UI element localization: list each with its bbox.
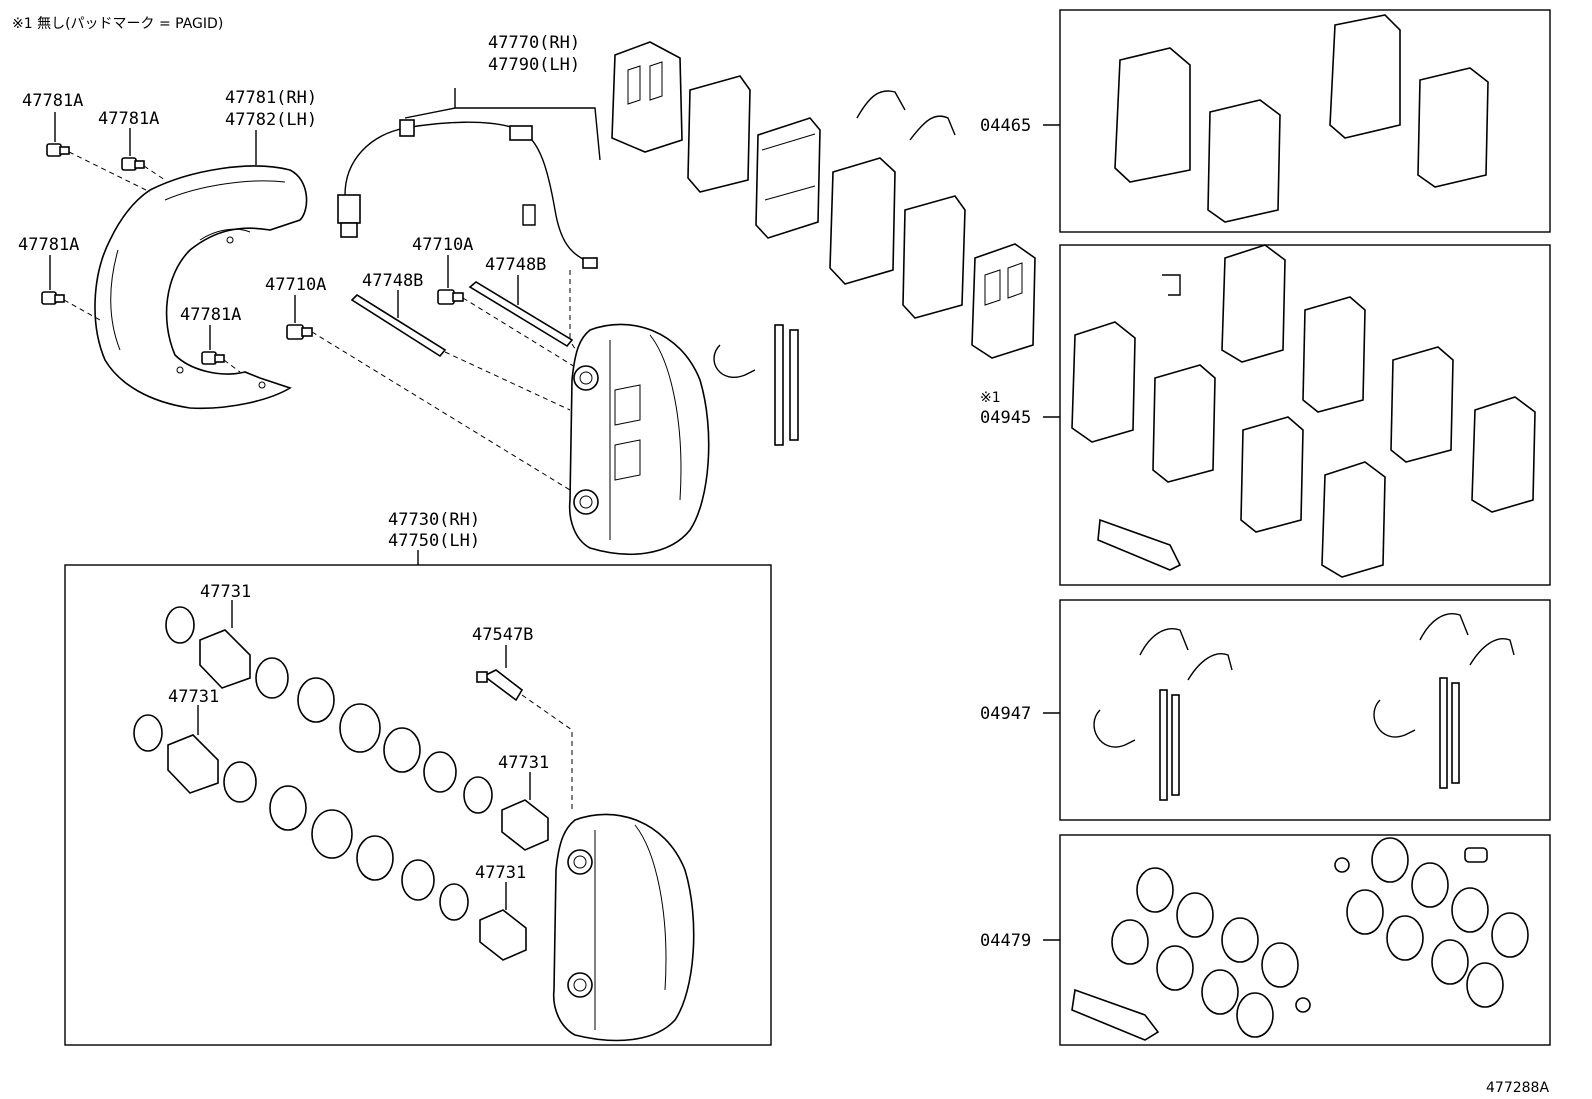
guide-pin-2 [468, 281, 574, 348]
kit-box-04465 [1059, 9, 1551, 233]
label-caliper-lh: 47750(LH) [388, 531, 480, 551]
spring-2 [909, 115, 956, 141]
label-bolt-a1: 47781A [22, 91, 83, 111]
pad-mark-note: ※1 無し(パッドマーク = PAGID) [12, 16, 223, 32]
label-piston-4: 47731 [475, 863, 526, 883]
kit-04465-pads [1114, 14, 1489, 223]
label-sensor-lh: 47790(LH) [488, 55, 580, 75]
bolt-icon-a4 [201, 351, 225, 365]
kit-04945-pads [1071, 244, 1536, 578]
label-dust-cover-lh: 47782(LH) [225, 110, 317, 130]
bolt-icon-a1 [46, 143, 70, 157]
kit-code-04945: 04945 [980, 408, 1031, 428]
label-piston-1: 47731 [200, 582, 251, 602]
label-bolt-a4: 47781A [180, 305, 241, 325]
spring-1 [856, 90, 906, 119]
bolt-icon-b2 [437, 289, 464, 305]
kit-04479-seals [1071, 837, 1529, 1041]
kit-04947-hardware [1093, 613, 1515, 801]
label-bolt-b1: 47710A [265, 275, 326, 295]
label-piston-2: 47731 [168, 687, 219, 707]
kit-code-04479: 04479 [980, 931, 1031, 951]
label-dust-cover-rh: 47781(RH) [225, 88, 317, 108]
label-caliper-rh: 47730(RH) [388, 510, 480, 530]
piston-4 [479, 909, 527, 961]
label-pin-2: 47748B [485, 255, 546, 275]
wear-sensor-illustration [337, 119, 598, 269]
seal-ring-set [133, 606, 493, 921]
label-piston-3: 47731 [498, 753, 549, 773]
shim-plate [774, 324, 799, 446]
kit-box-04945 [1059, 244, 1551, 586]
piston-3 [501, 799, 549, 851]
piston-1 [199, 629, 251, 689]
caliper-upper-illustration [568, 323, 710, 556]
label-bolt-a3: 47781A [18, 235, 79, 255]
kit-code-04947: 04947 [980, 704, 1031, 724]
guide-pin-1 [350, 293, 447, 358]
caliper-lower-illustration [552, 813, 695, 1042]
figure-code: 477288A [1486, 1080, 1549, 1096]
kit-code-04465: 04465 [980, 116, 1031, 136]
bleeder-screw [476, 669, 524, 702]
piston-2 [167, 734, 219, 794]
label-bolt-a2: 47781A [98, 109, 159, 129]
clip-1 [713, 344, 756, 378]
label-bleeder: 47547B [472, 625, 533, 645]
dust-cover-illustration [94, 165, 308, 410]
bolt-icon-b1 [286, 324, 313, 340]
label-sensor-rh: 47770(RH) [488, 33, 580, 53]
label-bolt-b2: 47710A [412, 235, 473, 255]
bolt-icon-a3 [41, 291, 65, 305]
label-pin-1: 47748B [362, 271, 423, 291]
bolt-icon-a2 [121, 157, 145, 171]
brake-pads-exploded [611, 41, 1036, 359]
kit-prefix-04945: ※1 [980, 390, 1001, 406]
kit-box-04947 [1059, 599, 1551, 821]
